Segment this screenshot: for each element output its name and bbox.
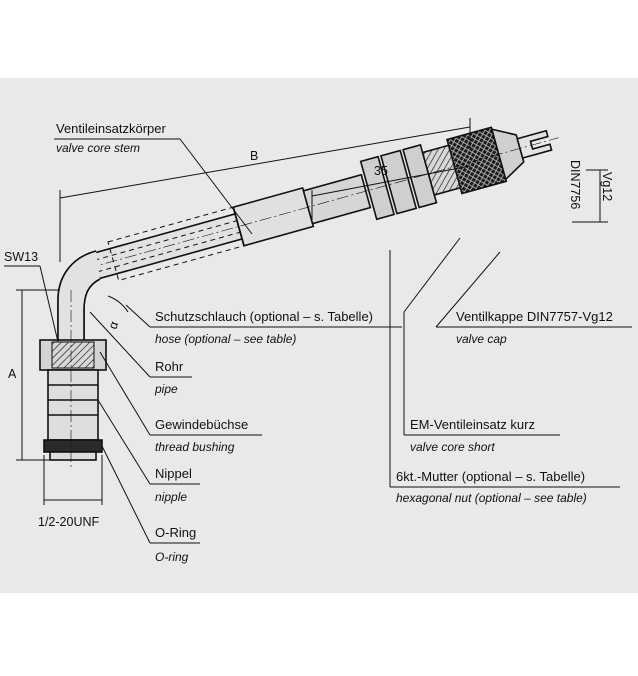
dim-sw13-label: SW13 xyxy=(4,250,38,264)
label-thread-bushing-de: Gewindebüchse xyxy=(155,417,248,432)
label-valve-core-stem-de: Ventileinsatzkörper xyxy=(56,121,167,136)
dim-din7756-label: DIN7756 xyxy=(568,160,582,209)
dim-a-label: A xyxy=(8,367,17,381)
label-hose-de: Schutzschlauch (optional – s. Tabelle) xyxy=(155,309,373,324)
elbow-fill xyxy=(58,251,100,340)
dim-vg12-label: Vg12 xyxy=(600,172,614,201)
label-valve-core-stem-en: valve core stem xyxy=(56,141,140,155)
label-thread-bushing-en: thread bushing xyxy=(155,440,235,454)
label-hex-nut-en: hexagonal nut (optional – see table) xyxy=(396,491,587,505)
label-hex-nut-de: 6kt.-Mutter (optional – s. Tabelle) xyxy=(396,469,585,484)
drawing-panel xyxy=(0,78,638,593)
dim-b-label: B xyxy=(250,149,258,163)
dim-35-label: 35 xyxy=(374,164,388,178)
label-o-ring-en: O-ring xyxy=(155,550,189,564)
label-o-ring-de: O-Ring xyxy=(155,525,196,540)
label-pipe-de: Rohr xyxy=(155,359,184,374)
label-nipple-de: Nippel xyxy=(155,466,192,481)
label-valve-cap-de: Ventilkappe DIN7757-Vg12 xyxy=(456,309,613,324)
dim-thread-label: 1/2-20UNF xyxy=(38,515,99,529)
label-valve-core-short-de: EM-Ventileinsatz kurz xyxy=(410,417,535,432)
vertical-fitting xyxy=(39,290,107,470)
dim-35-line xyxy=(311,165,471,197)
label-pipe-en: pipe xyxy=(154,382,178,396)
dim-b-line xyxy=(59,126,471,199)
dim-alpha-label: α xyxy=(106,319,122,331)
o-ring xyxy=(43,439,103,453)
nipple-body xyxy=(47,369,99,441)
label-valve-cap-en: valve cap xyxy=(456,332,507,346)
valve-cap-tip xyxy=(490,128,525,181)
valve-tip xyxy=(516,129,553,160)
label-hose-en: hose (optional – see table) xyxy=(155,332,296,346)
label-valve-core-short-en: valve core short xyxy=(410,440,495,454)
label-nipple-en: nipple xyxy=(155,490,187,504)
